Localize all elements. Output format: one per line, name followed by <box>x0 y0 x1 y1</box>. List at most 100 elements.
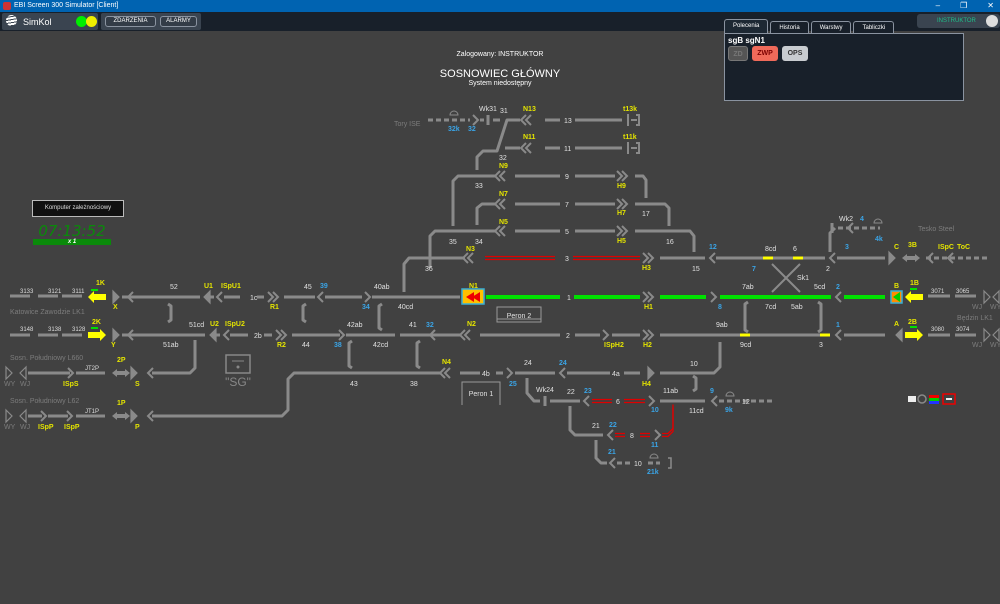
track-segment <box>451 174 495 226</box>
label-p36: 36 <box>425 266 433 273</box>
track-segment <box>635 229 696 252</box>
track-segment <box>428 229 495 268</box>
tab-tabliczki[interactable]: Tabliczki <box>853 21 895 35</box>
label-p11cd: 11cd <box>689 408 704 415</box>
occupied-section <box>662 407 674 438</box>
layer-icons[interactable] <box>908 393 956 405</box>
tab-historia[interactable]: Historia <box>770 21 809 35</box>
buffer-stop-icon <box>627 114 640 126</box>
label-sh7: H7 <box>617 210 626 217</box>
tab-polecenia[interactable]: Polecenia <box>724 19 769 35</box>
chevron-icon <box>616 170 624 182</box>
label-p5cd: 5cd <box>814 284 825 291</box>
chevron-icon <box>428 329 436 341</box>
label-t9: 9 <box>565 174 569 181</box>
minimize-button[interactable]: – <box>935 1 941 10</box>
label-t10: 10 <box>634 461 642 468</box>
sim-speed[interactable]: x 1 <box>33 239 111 245</box>
ops-button[interactable]: OPS <box>782 46 808 61</box>
tab-warstwy[interactable]: Warstwy <box>810 21 852 35</box>
label-b32k: 32k <box>448 126 460 133</box>
system-status: System niedostępny <box>468 80 532 87</box>
label-sispu1: ISpU1 <box>221 283 241 290</box>
buffer-stop-icon <box>627 142 640 154</box>
zd-button[interactable]: ZD <box>728 46 748 61</box>
chevron-icon <box>222 329 230 341</box>
signal-b-aspect <box>893 292 900 302</box>
chevron-icon <box>647 291 655 303</box>
label-b2: 2 <box>836 284 840 291</box>
refresh-icon[interactable] <box>917 394 927 404</box>
block-indicator <box>910 288 917 290</box>
chevron-icon <box>608 457 616 469</box>
logo-icon <box>6 15 17 26</box>
label-t3: 3 <box>565 256 569 263</box>
chevron-icon <box>710 395 718 407</box>
signal-icon <box>5 408 13 424</box>
signal-icon <box>5 365 13 381</box>
label-b9: 9 <box>710 388 714 395</box>
label-t3138: 3138 <box>48 327 62 333</box>
close-button[interactable]: ✕ <box>987 1 994 10</box>
label-t4a: 4a <box>612 371 620 378</box>
chevron-icon <box>472 114 480 126</box>
block-indicator <box>91 289 98 291</box>
events-button[interactable]: ZDARZENIA <box>105 16 156 27</box>
simkol-logo: SimKol <box>2 13 98 30</box>
label-s3b: 3B <box>908 242 917 249</box>
track-segment <box>475 118 520 170</box>
label-t3080: 3080 <box>931 327 945 333</box>
chevron-icon <box>498 198 506 210</box>
chevron-icon <box>710 291 718 303</box>
label-tesko: Tesko Steel <box>918 226 955 233</box>
label-p2: 2 <box>826 266 830 273</box>
label-p9cd: 9cd <box>740 342 751 349</box>
label-sc: C <box>894 244 899 251</box>
label-tjt1p: JT1P <box>85 409 99 415</box>
label-st13k: t13k <box>623 106 637 113</box>
user-button[interactable]: INSTRUKTOR <box>917 14 1000 28</box>
signal-icon <box>209 327 217 343</box>
label-wy3: WY <box>4 381 16 388</box>
label-sh2: H2 <box>643 342 652 349</box>
label-sb: B <box>894 283 899 290</box>
label-b21: 21 <box>608 449 616 456</box>
chevron-icon <box>654 429 662 441</box>
track-segment <box>660 342 722 375</box>
chevron-icon <box>582 395 590 407</box>
label-t2b: 2b <box>254 333 262 340</box>
derailer-icon <box>725 391 735 397</box>
label-p40cd: 40cd <box>398 304 413 311</box>
label-p35: 35 <box>449 239 457 246</box>
label-sn4: N4 <box>442 359 451 366</box>
label-t1c: 1c <box>250 295 258 302</box>
maximize-button[interactable]: ❐ <box>960 1 968 10</box>
label-p15: 15 <box>692 266 700 273</box>
layer-white-icon[interactable] <box>908 396 916 402</box>
alarm-layer-icon[interactable] <box>942 393 956 405</box>
status-green-indicator <box>76 16 87 27</box>
label-p51ab: 51ab <box>163 342 179 349</box>
chevron-icon <box>648 395 656 407</box>
zwp-button[interactable]: ZWP <box>752 46 778 61</box>
label-t3071: 3071 <box>931 289 945 295</box>
window-title: EBI Screen 300 Simulator [Client] <box>14 2 119 9</box>
label-t4b: 4b <box>482 371 490 378</box>
chevron-icon <box>466 252 474 264</box>
chevron-icon <box>642 291 650 303</box>
chevron-icon <box>846 222 854 234</box>
label-t1: 1 <box>567 295 571 302</box>
label-p6: 6 <box>793 246 797 253</box>
label-b1: 1 <box>836 322 840 329</box>
chevron-icon <box>40 410 48 422</box>
label-b34: 34 <box>362 304 370 311</box>
chevron-icon <box>519 114 527 126</box>
alarms-button[interactable]: ALARMY <box>160 16 197 27</box>
label-p40ab: 40ab <box>374 284 390 291</box>
interlocking-computer-button[interactable]: Komputer zależnościowy <box>32 200 124 217</box>
command-panel-title: sgB sgN1 <box>728 36 765 45</box>
label-p21: 21 <box>592 423 600 430</box>
chevron-icon <box>272 291 280 303</box>
label-sk1: Sk1 <box>797 275 809 282</box>
label-b7: 7 <box>752 266 756 273</box>
